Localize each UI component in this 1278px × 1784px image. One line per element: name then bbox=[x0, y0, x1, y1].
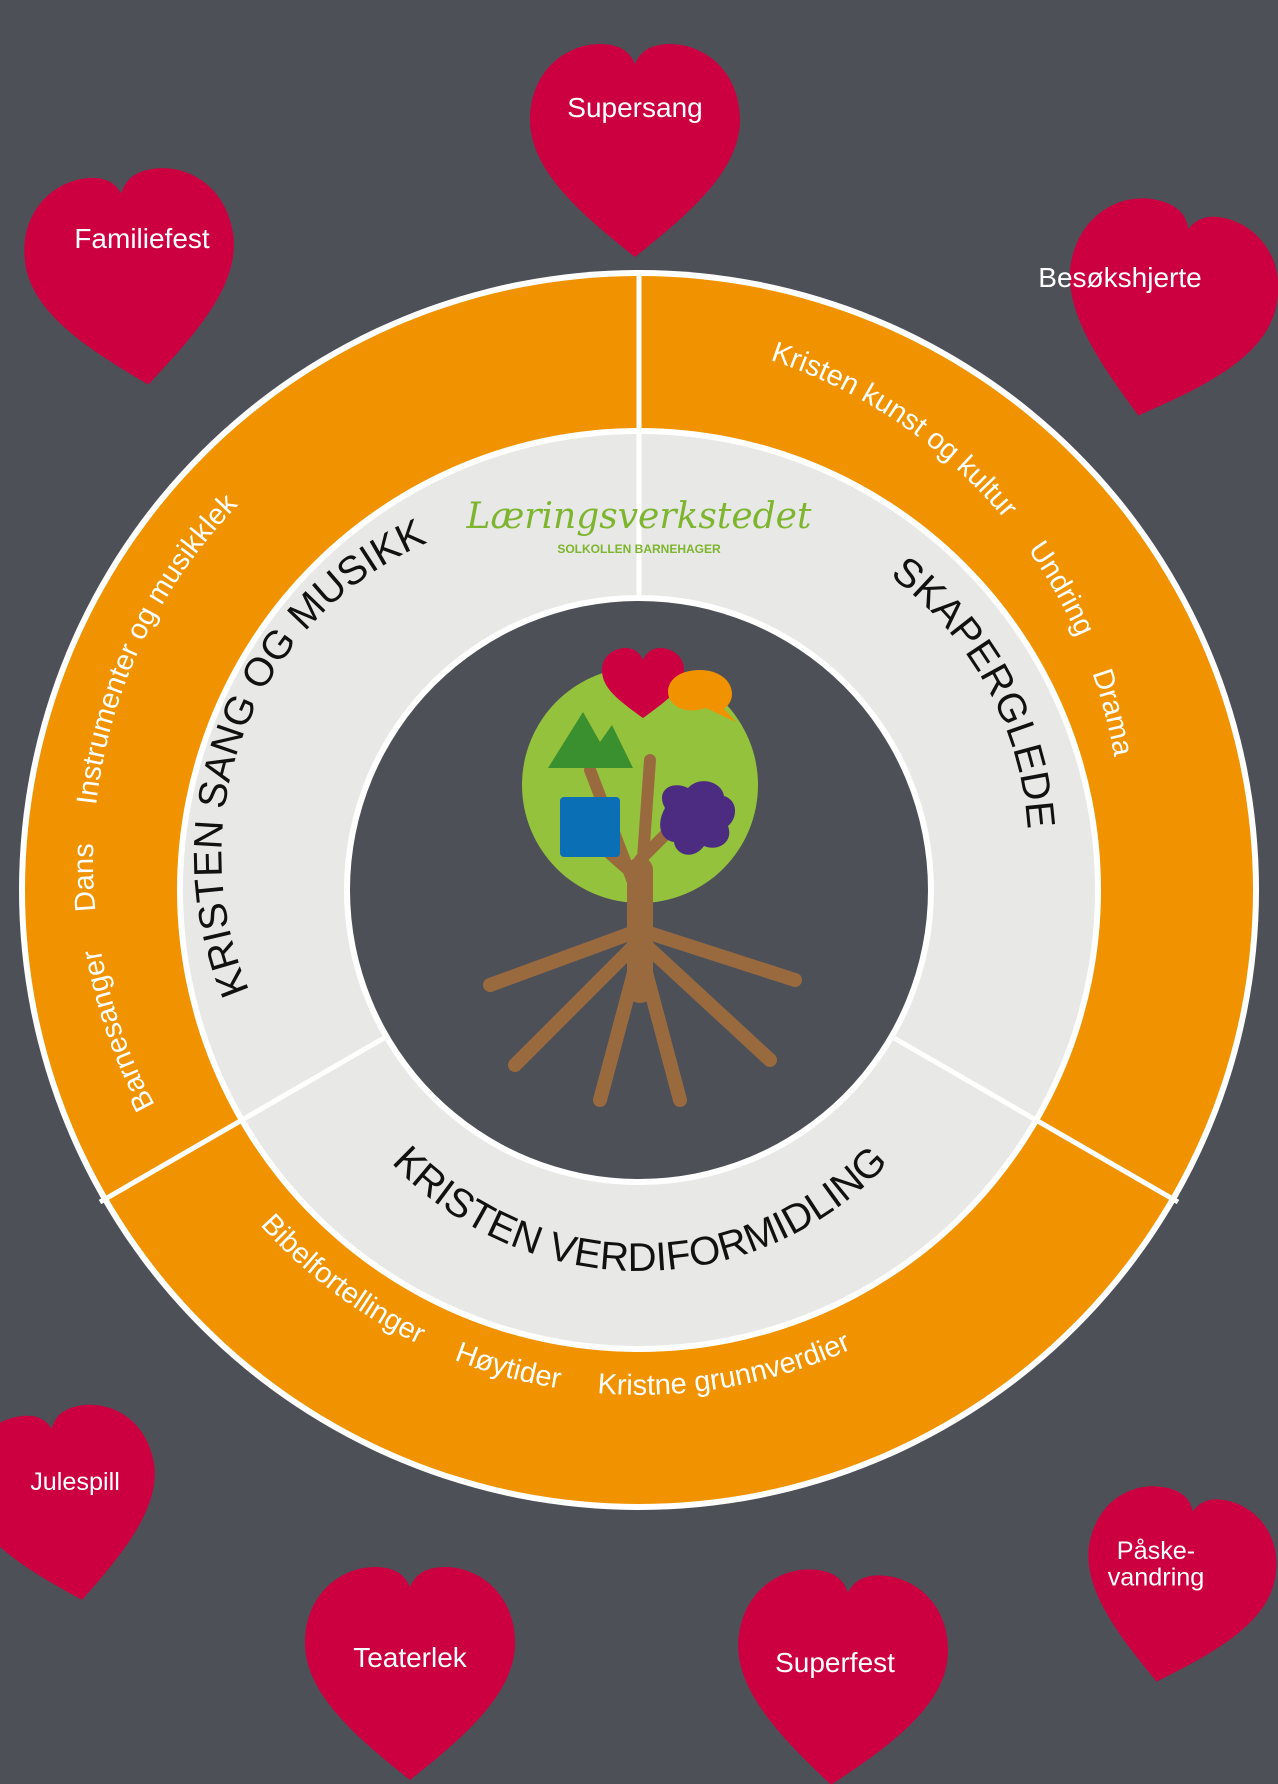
divider-left bbox=[98, 1035, 386, 1205]
heart-julespill: Julespill bbox=[0, 1394, 176, 1617]
square-icon bbox=[560, 797, 620, 857]
heart-label: Påske-vandring bbox=[1108, 1537, 1205, 1591]
heart-label: Familiefest bbox=[74, 223, 210, 254]
heart-label-line: Påske- bbox=[1117, 1537, 1195, 1565]
speech-bubble-icon bbox=[668, 670, 736, 722]
hearts: Supersang Familiefest Besøkshjerte Jules… bbox=[0, 44, 1278, 1784]
logo: Læringsverkstedet SOLKOLLEN BARNEHAGER bbox=[466, 496, 812, 556]
heart-label: Besøkshjerte bbox=[1038, 262, 1201, 293]
heart-teaterlek: Teaterlek bbox=[305, 1567, 515, 1780]
logo-subtitle: SOLKOLLEN BARNEHAGER bbox=[557, 542, 721, 556]
heart-paskevandring: Påske-vandring bbox=[1064, 1474, 1278, 1702]
heart-supersang: Supersang bbox=[530, 44, 740, 257]
item-dans: Dans bbox=[68, 843, 102, 913]
divider-right bbox=[892, 1035, 1180, 1205]
heart-label-line: vandring bbox=[1108, 1564, 1205, 1592]
heart-label: Supersang bbox=[567, 92, 702, 123]
heart-familiefest: Familiefest bbox=[14, 159, 253, 400]
heart-label: Superfest bbox=[775, 1647, 895, 1678]
heart-label: Teaterlek bbox=[353, 1642, 468, 1673]
tree-icon bbox=[483, 648, 802, 1107]
heart-besokshjerte: Besøkshjerte bbox=[1036, 182, 1278, 443]
heart-label: Julespill bbox=[30, 1468, 120, 1496]
triangle-icon bbox=[548, 712, 633, 768]
splat-icon bbox=[660, 781, 736, 855]
heart-icon bbox=[602, 648, 684, 718]
logo-name: Læringsverkstedet bbox=[466, 496, 812, 537]
heart-superfest: Superfest bbox=[726, 1563, 955, 1784]
segment-dividers bbox=[98, 276, 1180, 1205]
